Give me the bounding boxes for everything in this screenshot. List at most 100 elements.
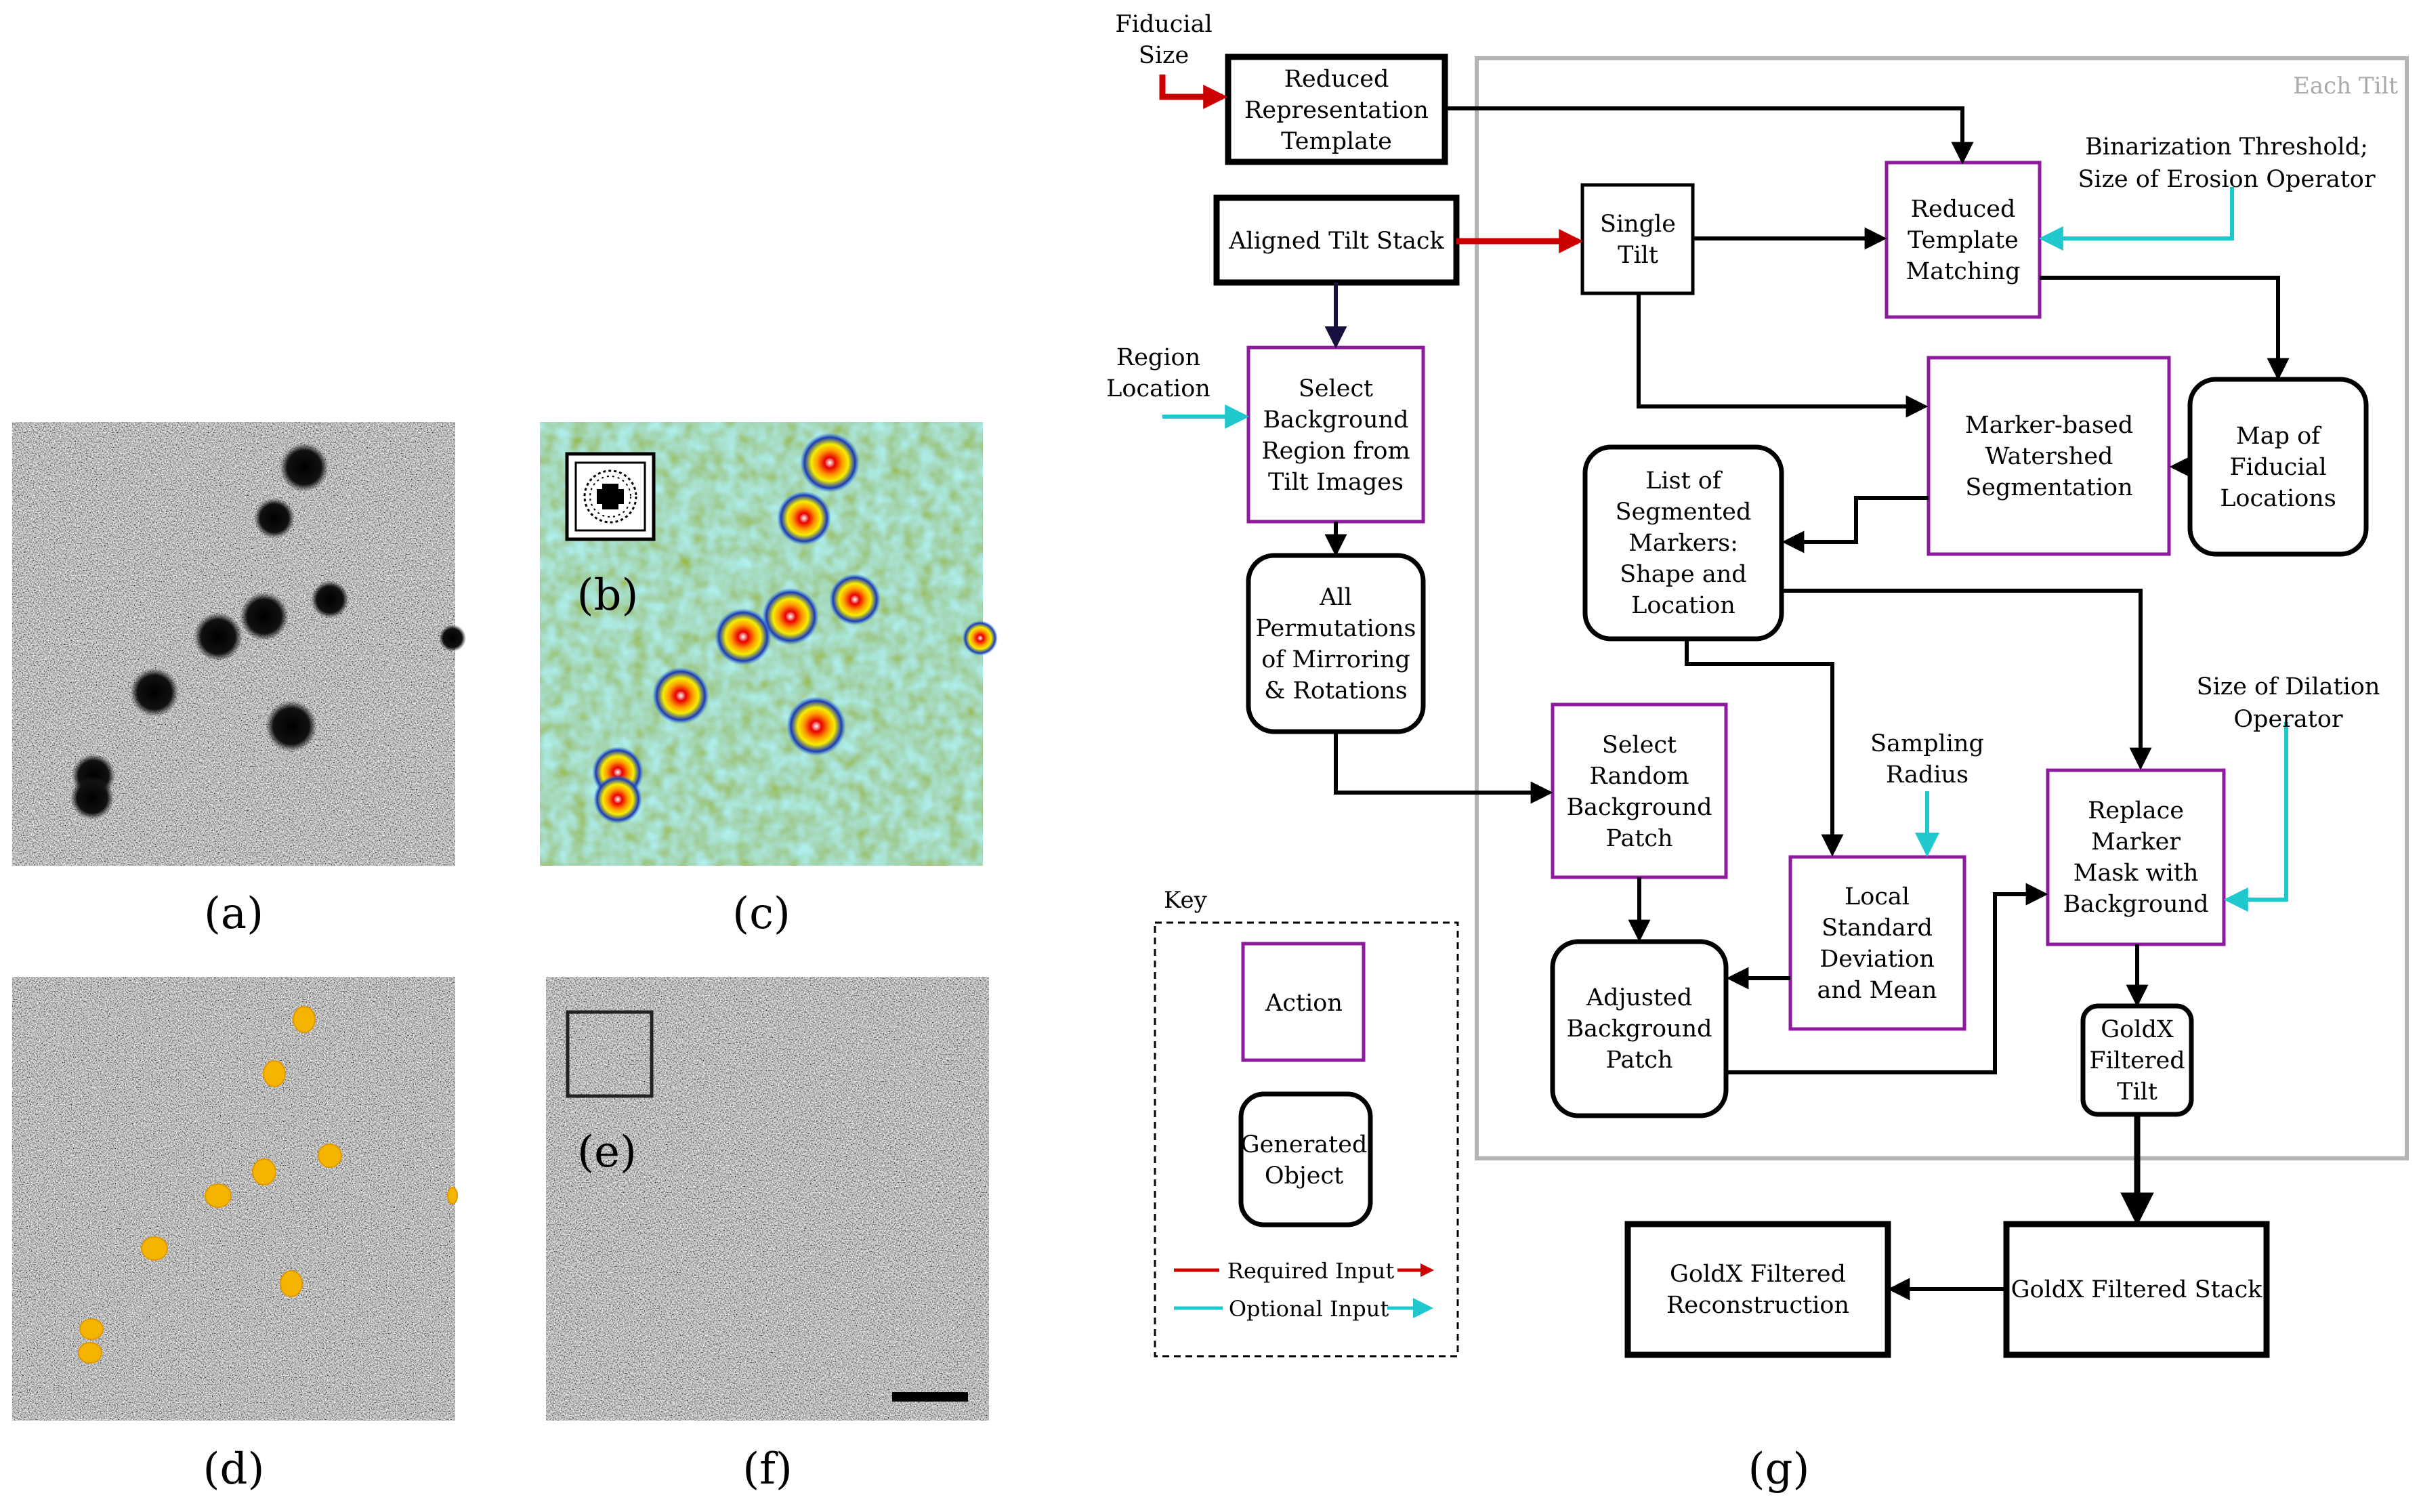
panel-a-image: [12, 422, 466, 866]
node-map-locations-line: Locations: [2220, 485, 2336, 512]
panel-label-f: (f): [742, 1444, 793, 1494]
node-adjusted-patch-line: Background: [1566, 1015, 1712, 1043]
node-select-patch-line: Random: [1589, 763, 1689, 790]
node-aligned-stack: Aligned Tilt Stack: [1228, 228, 1444, 255]
node-select-patch-line: Patch: [1605, 825, 1672, 852]
each-tilt-frame: [1475, 56, 2409, 1160]
node-single-tilt-line: Tilt: [1618, 242, 1658, 269]
flow-edges: [1324, 106, 2290, 1301]
panel-label-d: (d): [203, 1444, 265, 1494]
input-fiducial-size-line: Fiducial: [1115, 11, 1212, 38]
node-permutations-box: [1246, 553, 1426, 734]
node-reduced-template-line: Representation: [1244, 97, 1429, 124]
input-region-location-line: Region: [1116, 344, 1200, 371]
key-required-label: Required Input: [1227, 1258, 1395, 1284]
node-replace-marker-line: Mask with: [2073, 860, 2199, 887]
node-replace-marker-line: Background: [2063, 891, 2208, 918]
node-segmented-markers-line: Location: [1631, 592, 1735, 619]
node-single-tilt-box: [1580, 183, 1695, 295]
node-permutations-line: & Rotations: [1264, 677, 1407, 705]
optional-input-arrows: [1162, 187, 2288, 912]
input-dilation-size-line: Operator: [2233, 706, 2343, 733]
input-region-location-line: Location: [1106, 375, 1210, 402]
node-reduced-matching-line: Template: [1908, 227, 2019, 254]
node-map-locations-line: Fiducial: [2229, 454, 2326, 481]
node-segmented-markers-line: Markers:: [1628, 530, 1738, 557]
node-aligned-stack-line: Aligned Tilt Stack: [1228, 228, 1444, 255]
key-action-swatch: [1241, 942, 1366, 1062]
node-select-background-line: Background: [1263, 406, 1408, 434]
panel-label-e: (e): [577, 1127, 637, 1177]
node-local-std-line: Standard: [1822, 915, 1933, 942]
node-segmented-markers-line: List of: [1645, 467, 1723, 495]
required-input-arrows: [1159, 75, 1584, 253]
input-dilation-size-line: Size of Dilation: [2197, 673, 2380, 700]
node-select-background-line: Tilt Images: [1268, 469, 1404, 496]
node-watershed-box: [1927, 356, 2171, 556]
panel-f-image: [546, 977, 989, 1421]
input-binarization-line: Binarization Threshold;: [2085, 133, 2368, 161]
key-optional-label: Optional Input: [1229, 1296, 1389, 1322]
node-reduced-template-line: Template: [1281, 128, 1392, 155]
node-replace-marker-box: [2046, 768, 2226, 946]
node-select-background-line: Region from: [1261, 438, 1410, 465]
node-adjusted-patch-line: Adjusted: [1586, 984, 1692, 1011]
node-reduced-template-line: Reduced: [1284, 66, 1389, 93]
each-tilt-label: Each Tilt: [2293, 72, 2398, 100]
node-single-tilt-line: Single: [1600, 211, 1676, 238]
node-permutations-line: of Mirroring: [1261, 646, 1410, 673]
node-select-patch-line: Background: [1566, 794, 1712, 821]
node-local-std-box: [1788, 855, 1966, 1031]
key-generated-label-line: Object: [1265, 1162, 1343, 1190]
node-segmented-markers-box: [1582, 444, 1784, 642]
node-replace-marker-line: Replace: [2088, 797, 2184, 824]
node-select-patch-box: [1551, 702, 1728, 879]
panel-label-c: (c): [732, 889, 791, 939]
node-reduced-matching-box: [1885, 161, 2042, 319]
node-filtered-tilt-line: Tilt: [2117, 1078, 2157, 1106]
node-filtered-stack-line: GoldX Filtered Stack: [2011, 1276, 2263, 1303]
node-local-std-line: and Mean: [1817, 977, 1937, 1004]
key-generated-label-line: Generated: [1241, 1131, 1368, 1158]
node-filtered-tilt-line: GoldX: [2101, 1016, 2174, 1043]
node-segmented-markers-line: Segmented: [1616, 499, 1752, 526]
input-sampling-radius-line: Radius: [1886, 761, 1969, 789]
node-watershed-line: Segmentation: [1965, 474, 2132, 501]
node-replace-marker-line: Marker: [2091, 828, 2181, 856]
node-filtered-recon-line: Reconstruction: [1666, 1292, 1849, 1319]
panel-label-b: (b): [577, 570, 639, 621]
node-permutations-line: All: [1319, 584, 1352, 611]
node-reduced-matching-line: Reduced: [1911, 196, 2016, 223]
input-binarization-line: Size of Erosion Operator: [2078, 166, 2375, 193]
node-filtered-stack-box: [2003, 1221, 2270, 1358]
node-aligned-stack-box: [1213, 194, 1460, 286]
node-filtered-recon-line: GoldX Filtered: [1670, 1261, 1846, 1288]
node-watershed-line: Watershed: [1985, 443, 2113, 470]
node-reduced-template-box: [1225, 54, 1448, 165]
node-select-background-line: Select: [1299, 375, 1373, 402]
input-fiducial-size-line: Size: [1139, 42, 1189, 69]
node-local-std-line: Deviation: [1819, 946, 1934, 973]
node-filtered-recon-box: [1624, 1221, 1891, 1358]
input-binarization: Binarization Threshold; Size of Erosion O…: [2078, 133, 2375, 193]
node-reduced-matching-line: Matching: [1906, 258, 2020, 285]
